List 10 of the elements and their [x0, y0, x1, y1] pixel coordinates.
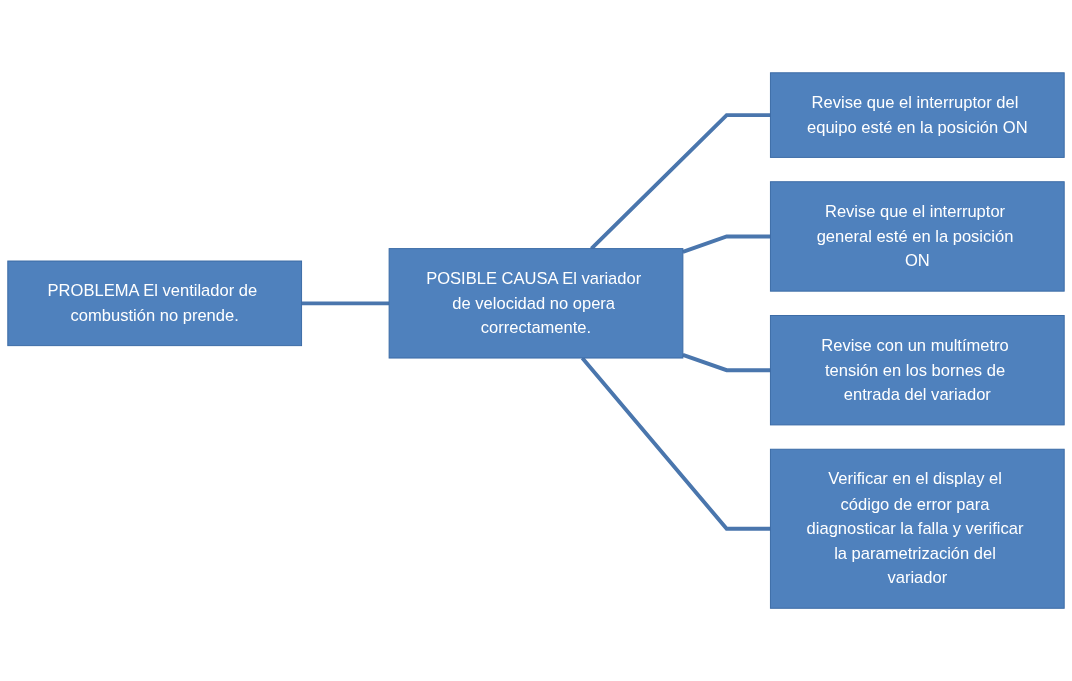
node-box: Revise que el interruptor general esté en la posición ON: [769, 181, 1065, 292]
node-box: PROBLEMA El ventilador de combustión no prende.: [7, 260, 303, 347]
node-box: Revise que el interruptor del equipo esté en la posición ON: [769, 72, 1065, 158]
connector: [590, 113, 771, 250]
node-box: Verificar en el display el código de error para diagnosticar la falla y verificar la parametrización del variador: [769, 448, 1065, 609]
connector: [682, 234, 771, 254]
node-box: POSIBLE CAUSA El variador de velocidad no opera correctamente.: [388, 248, 684, 359]
node-box: Revise con un multímetro tensión en los bornes de entrada del variador: [769, 314, 1065, 426]
connector: [301, 301, 390, 306]
connector: [682, 352, 771, 373]
